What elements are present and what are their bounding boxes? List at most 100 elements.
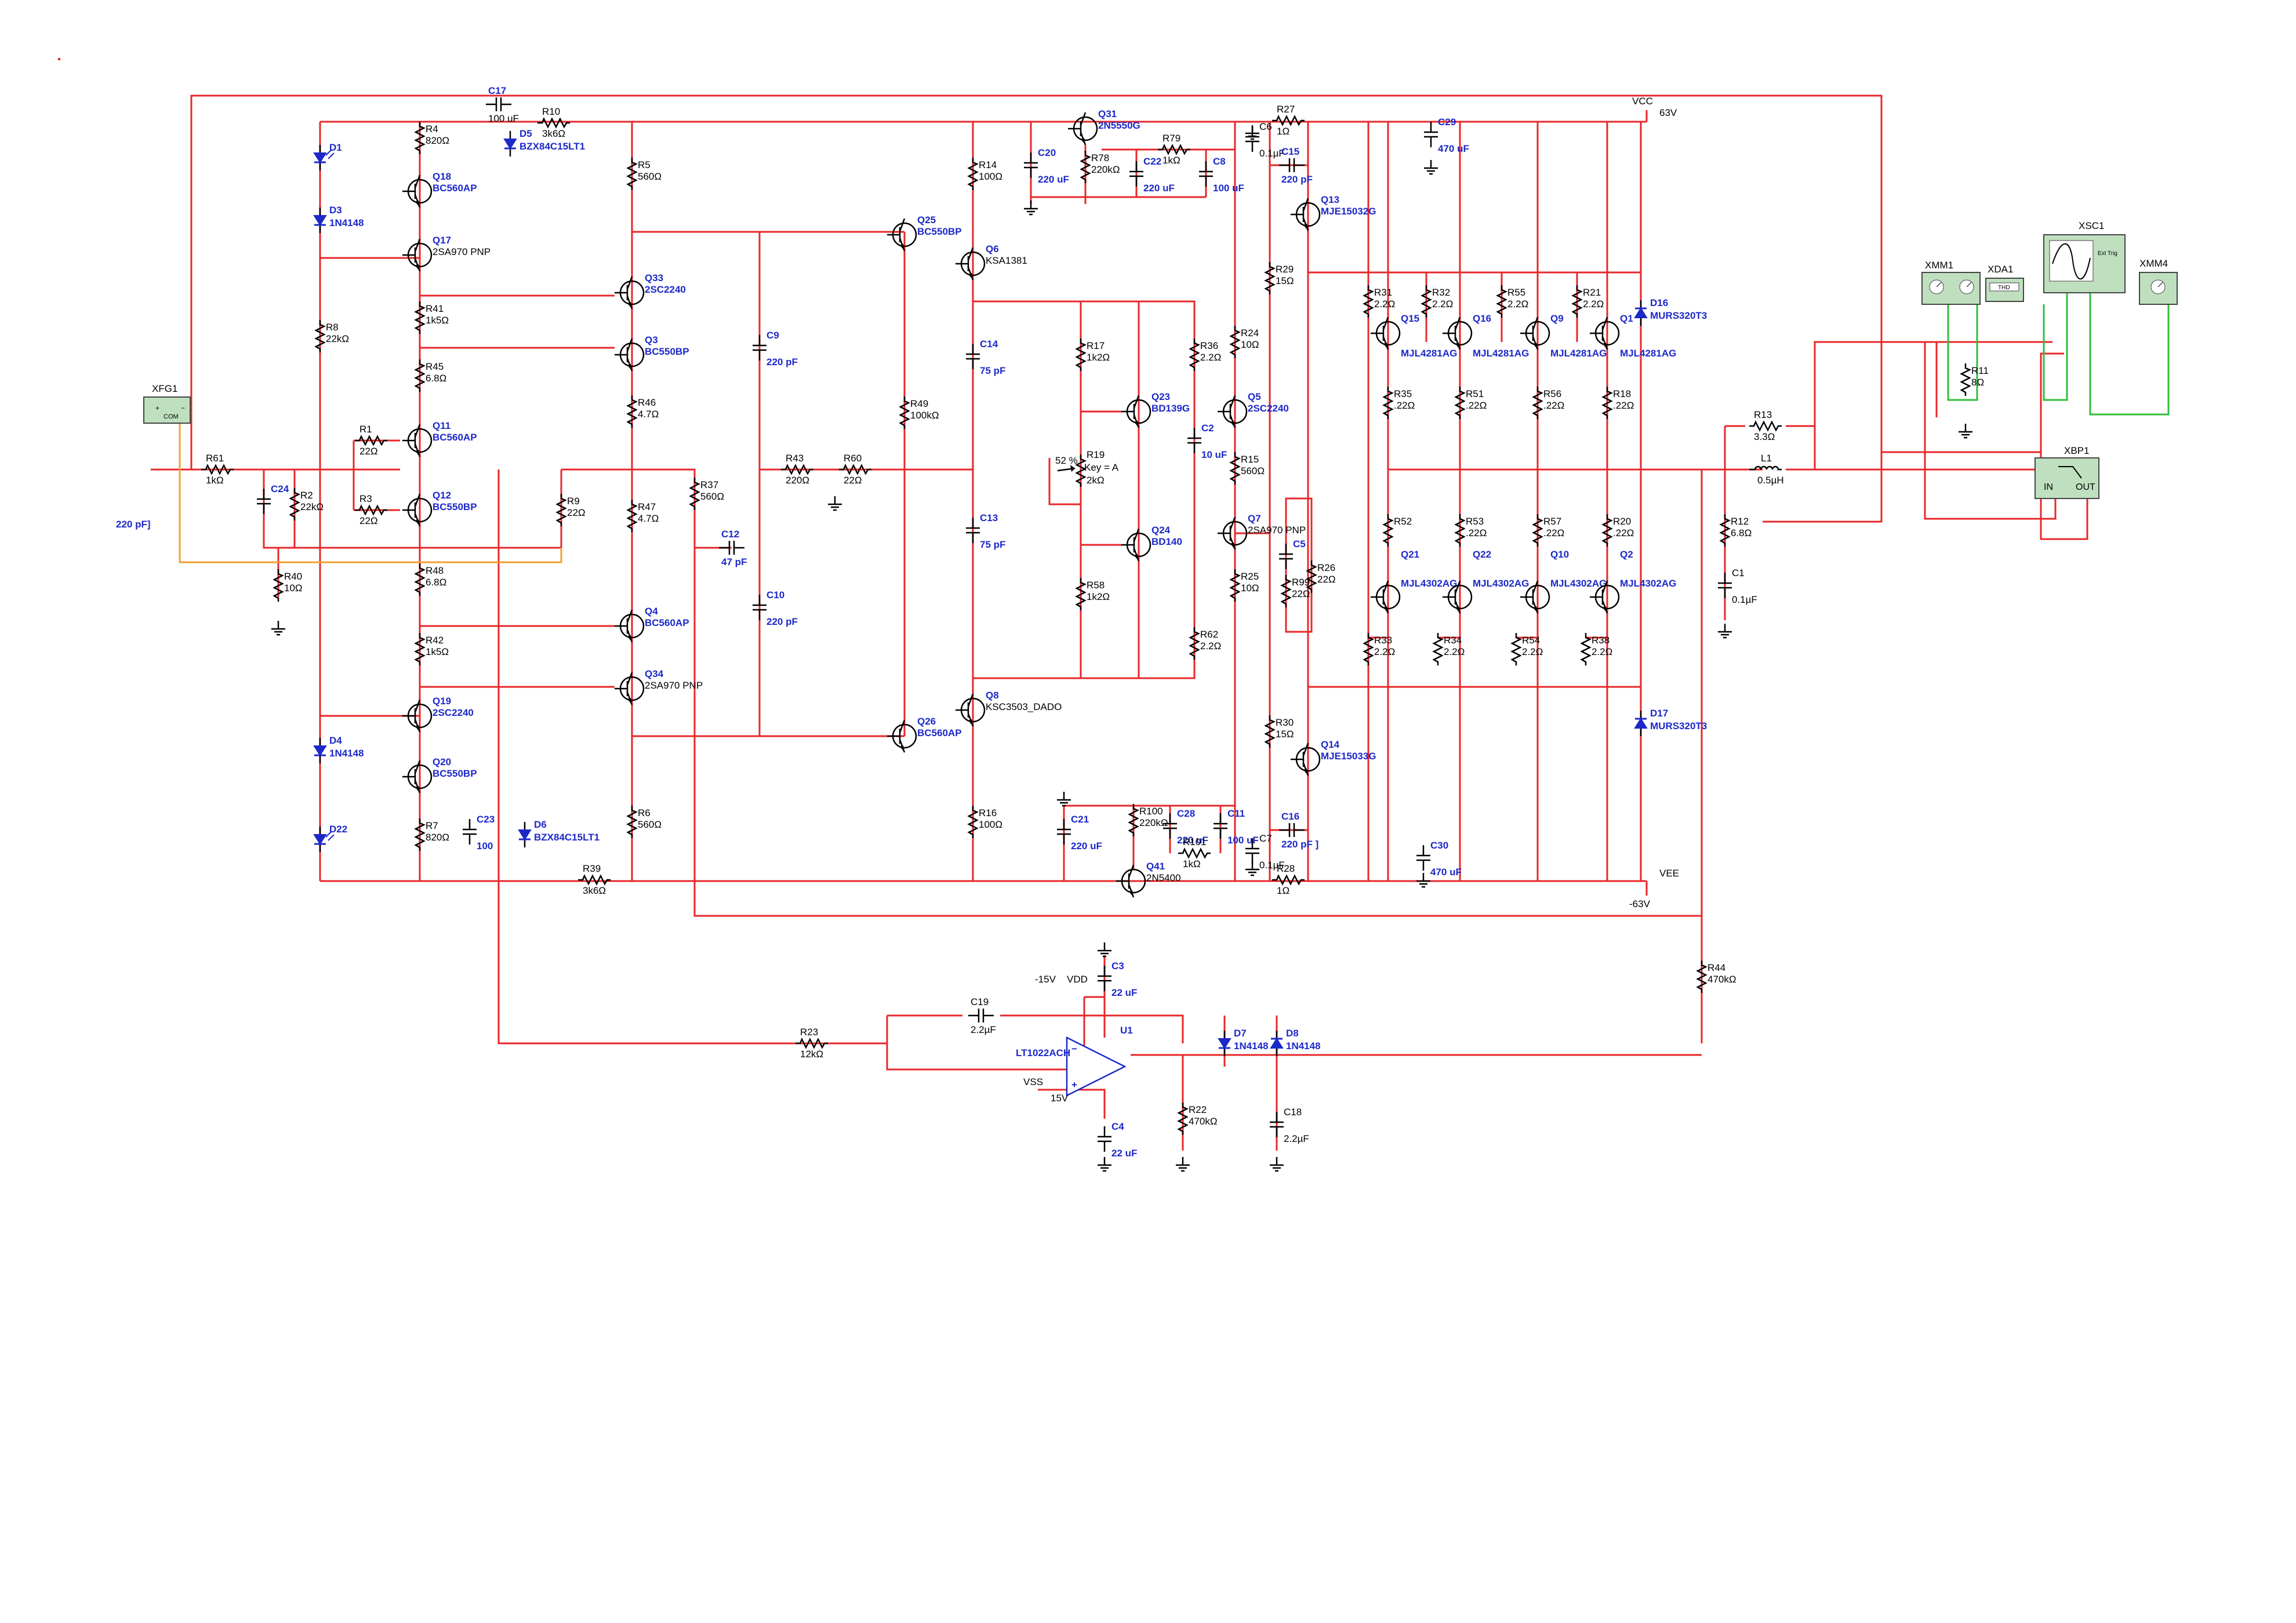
bode-plotter-xbp1[interactable]: XBP1 IN OUT — [2035, 445, 2099, 499]
function-generator-xfg1[interactable]: XFG1 + COM − — [143, 383, 191, 424]
component-r35[interactable]: R35.22Ω — [1382, 387, 1415, 419]
component-c1[interactable]: C10.1µF — [1718, 567, 1757, 605]
distortion-analyzer-xda1[interactable]: XDA1 THD — [1985, 264, 2024, 302]
multimeter-xmm4[interactable]: XMM4 — [2139, 258, 2178, 305]
component-r56[interactable]: R56.22Ω — [1532, 387, 1564, 419]
component-r18[interactable]: R18.22Ω — [1601, 387, 1634, 419]
component-r53[interactable]: R53.22Ω — [1454, 514, 1487, 547]
component-r57[interactable]: R57.22Ω — [1532, 514, 1564, 547]
component-c7[interactable]: C70.1µF — [1245, 833, 1285, 871]
multimeter-xmm1[interactable]: XMM1 — [1921, 260, 1981, 305]
component-c24[interactable]: C24 — [257, 483, 289, 514]
component-c5[interactable]: C5 — [1279, 538, 1306, 569]
component-l1[interactable]: L10.5µH — [1749, 453, 1784, 486]
